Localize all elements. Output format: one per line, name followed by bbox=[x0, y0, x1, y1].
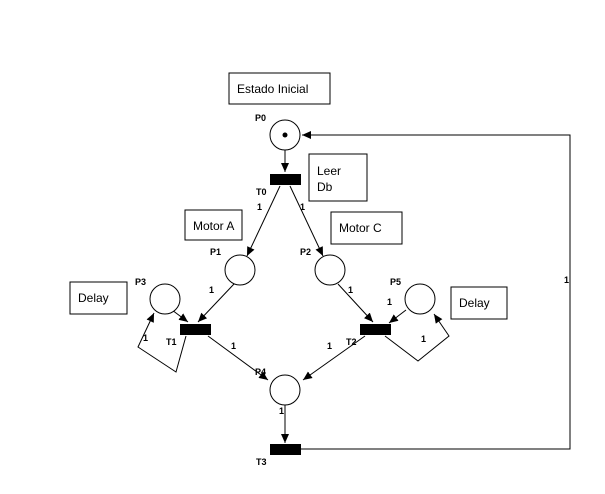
label-p4: P4 bbox=[255, 367, 266, 377]
place-p3 bbox=[149, 283, 181, 315]
arcs bbox=[137, 131, 571, 450]
leer-db-label-line2: Db bbox=[317, 180, 333, 194]
arc-t3-p0 bbox=[301, 131, 571, 450]
arc-t1-p3 bbox=[137, 312, 187, 373]
weight-t3-p0: 1 bbox=[564, 275, 569, 285]
weight-t2-p5: 1 bbox=[421, 334, 426, 344]
transition-t1 bbox=[180, 324, 211, 335]
label-p3: P3 bbox=[135, 277, 146, 287]
label-p5: P5 bbox=[390, 277, 401, 287]
motor-c-label: Motor C bbox=[339, 221, 382, 235]
motor-a-box: Motor A bbox=[184, 209, 243, 241]
arc-t0-p1 bbox=[246, 185, 281, 257]
motor-a-label: Motor A bbox=[193, 219, 234, 233]
estado-inicial-label: Estado Inicial bbox=[237, 82, 308, 96]
label-t0: T0 bbox=[256, 187, 267, 197]
arc-t2-p4 bbox=[302, 335, 366, 381]
arc-t0-p2 bbox=[289, 185, 324, 257]
place-p1 bbox=[224, 254, 256, 286]
place-p4 bbox=[269, 374, 301, 406]
arc-p3-t1 bbox=[171, 309, 189, 323]
label-t1: T1 bbox=[166, 337, 177, 347]
weight-p5-t2: 1 bbox=[387, 297, 392, 307]
weight-t1-p4: 1 bbox=[231, 341, 236, 351]
weight-t0-p2: 1 bbox=[300, 202, 305, 212]
leer-db-box: Leer Db bbox=[308, 153, 368, 202]
arc-t2-p5 bbox=[384, 313, 450, 362]
label-p2: P2 bbox=[300, 247, 311, 257]
weight-t0-p1: 1 bbox=[257, 202, 262, 212]
transitions bbox=[180, 174, 391, 455]
delay-right-label: Delay bbox=[459, 296, 490, 310]
label-p1: P1 bbox=[210, 247, 221, 257]
place-p5 bbox=[404, 283, 436, 315]
weight-p1-t1: 1 bbox=[209, 285, 214, 295]
delay-right-box: Delay bbox=[450, 286, 508, 320]
arc-p2-t2 bbox=[337, 283, 374, 323]
delay-left-box: Delay bbox=[69, 281, 128, 315]
arc-p1-t1 bbox=[197, 283, 235, 323]
token-p0 bbox=[282, 132, 288, 138]
place-p2 bbox=[314, 254, 346, 286]
transition-t0 bbox=[270, 174, 301, 185]
transition-t3 bbox=[270, 444, 301, 455]
transition-t2 bbox=[360, 324, 391, 335]
label-t3: T3 bbox=[256, 457, 267, 467]
delay-left-label: Delay bbox=[78, 291, 109, 305]
weight-p2-t2: 1 bbox=[348, 285, 353, 295]
arc-p5-t2 bbox=[388, 309, 407, 324]
weight-t2-p4: 1 bbox=[327, 341, 332, 351]
weight-p4-t3: 1 bbox=[279, 406, 284, 416]
leer-db-label-line1: Leer bbox=[317, 164, 341, 178]
places bbox=[149, 119, 436, 406]
motor-c-box: Motor C bbox=[330, 211, 403, 245]
weight-t1-p3: 1 bbox=[143, 333, 148, 343]
label-t2: T2 bbox=[346, 337, 357, 347]
estado-inicial-box: Estado Inicial bbox=[228, 72, 331, 105]
arc-t1-p4 bbox=[207, 335, 269, 381]
label-p0: P0 bbox=[255, 113, 266, 123]
